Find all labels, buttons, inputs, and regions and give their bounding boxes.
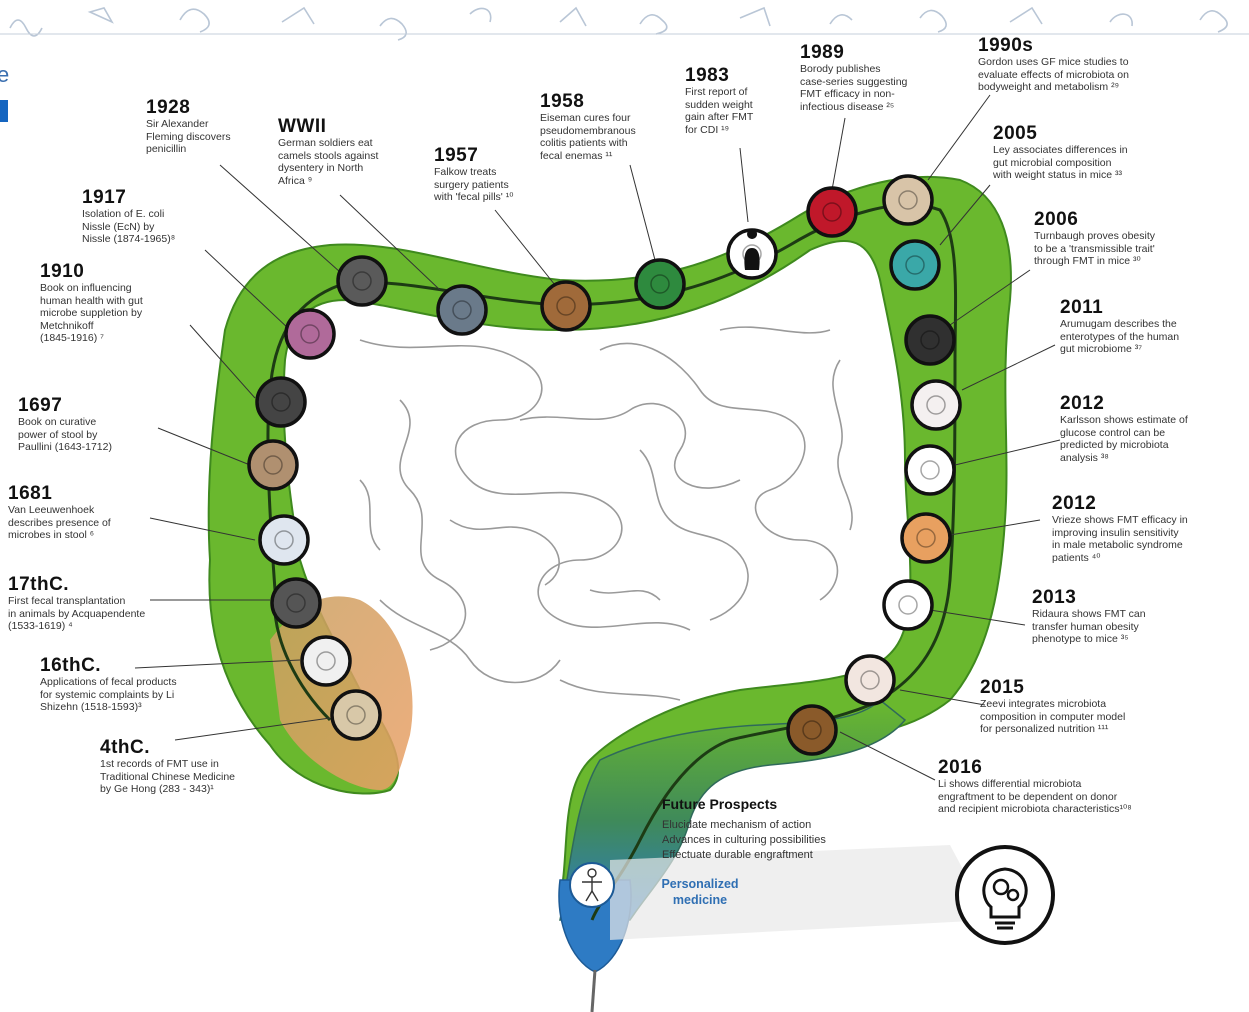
- lightbulb-gears-icon: [957, 847, 1053, 943]
- timeline-entry-17thc: 17thC.First fecal transplantation in ani…: [8, 575, 238, 633]
- timeline-description: Borody publishes case-series suggesting …: [800, 63, 1000, 113]
- ecoli-icon: [286, 310, 334, 358]
- timeline-description: Falkow treats surgery patients with 'fec…: [434, 166, 634, 204]
- timeline-year: 1917: [82, 188, 282, 208]
- timeline-description: Karlsson shows estimate of glucose contr…: [1060, 414, 1249, 464]
- twins-icon: [884, 581, 932, 629]
- timeline-year: 16thC.: [40, 656, 280, 676]
- tree-icon: [912, 381, 960, 429]
- timeline-description: Zeevi integrates microbiota composition …: [980, 698, 1240, 736]
- timeline-description: Ridaura shows FMT can transfer human obe…: [1032, 608, 1249, 646]
- book-icon: [249, 441, 297, 489]
- timeline-year: 1681: [8, 484, 208, 504]
- timeline-year: 2012: [1060, 394, 1249, 414]
- timeline-year: 17thC.: [8, 575, 238, 595]
- timeline-year: 2016: [938, 758, 1238, 778]
- timeline-year: 2013: [1032, 588, 1249, 608]
- timeline-year: 2012: [1052, 494, 1249, 514]
- dna-icon: [846, 656, 894, 704]
- person-silhouette-icon: [728, 229, 776, 278]
- timeline-description: Isolation of E. coli Nissle (EcN) by Nis…: [82, 208, 282, 246]
- ge-hong-portrait-icon: [332, 691, 380, 739]
- timeline-description: Ley associates differences in gut microb…: [993, 144, 1249, 182]
- acquapendente-portrait-icon: [272, 579, 320, 627]
- timeline-year: 4thC.: [100, 738, 340, 758]
- organs-icon: [902, 514, 950, 562]
- future-prospects-title: Future Prospects: [662, 796, 826, 812]
- timeline-entry-4thc: 4thC.1st records of FMT use in Tradition…: [100, 738, 340, 796]
- small-intestine: [360, 327, 852, 700]
- bacteria-icon: [891, 241, 939, 289]
- timeline-year: 1697: [18, 396, 218, 416]
- soldiers-icon: [438, 286, 486, 334]
- pill-icon: [542, 282, 590, 330]
- timeline-year: 2015: [980, 678, 1240, 698]
- timeline-description: Gordon uses GF mice studies to evaluate …: [978, 56, 1238, 94]
- mouse-icon: [884, 176, 932, 224]
- future-item: Effectuate durable engraftment: [662, 848, 826, 863]
- timeline-year: 1928: [146, 98, 346, 118]
- timeline-entry-1910: 1910Book on influencing human health wit…: [40, 262, 240, 345]
- food-icon: [788, 706, 836, 754]
- tissue-icon: [808, 188, 856, 236]
- metchnikoff-portrait-icon: [257, 378, 305, 426]
- human-figure-icon: [570, 863, 614, 907]
- timeline-description: 1st records of FMT use in Traditional Ch…: [100, 758, 340, 796]
- timeline-description: Vrieze shows FMT efficacy in improving i…: [1052, 514, 1249, 564]
- timeline-year: 1910: [40, 262, 240, 282]
- timeline-description: Book on influencing human health with gu…: [40, 282, 240, 345]
- timeline-year: 1989: [800, 43, 1000, 63]
- timeline-description: Van Leeuwenhoek describes presence of mi…: [8, 504, 208, 542]
- timeline-year: 1990s: [978, 36, 1238, 56]
- microbes-icon: [260, 516, 308, 564]
- fleming-portrait-icon: [338, 257, 386, 305]
- future-prospects: Future Prospects Elucidate mechanism of …: [662, 796, 826, 863]
- timeline-year: 2005: [993, 124, 1249, 144]
- timeline-description: Applications of fecal products for syste…: [40, 676, 280, 714]
- timeline-year: WWII: [278, 117, 498, 137]
- timeline-description: First fecal transplantation in animals b…: [8, 595, 238, 633]
- timeline-entry-16thc: 16thC.Applications of fecal products for…: [40, 656, 280, 714]
- future-item: Elucidate mechanism of action: [662, 818, 826, 833]
- timeline-description: Turnbaugh proves obesity to be a 'transm…: [1034, 230, 1249, 268]
- glucose-meter-icon: [906, 446, 954, 494]
- timeline-description: Arumugam describes the enterotypes of th…: [1060, 318, 1249, 356]
- timeline-year: 2006: [1034, 210, 1249, 230]
- li-shizehn-portrait-icon: [302, 637, 350, 685]
- enema-icon: [636, 260, 684, 308]
- timeline-description: Book on curative power of stool by Paull…: [18, 416, 218, 454]
- personalized-medicine-label: Personalized medicine: [645, 876, 755, 908]
- timeline-year: 2011: [1060, 298, 1249, 318]
- obese-mouse-icon: [906, 316, 954, 364]
- timeline-description: Li shows differential microbiota engraft…: [938, 778, 1238, 816]
- future-item: Advances in culturing possibilities: [662, 833, 826, 848]
